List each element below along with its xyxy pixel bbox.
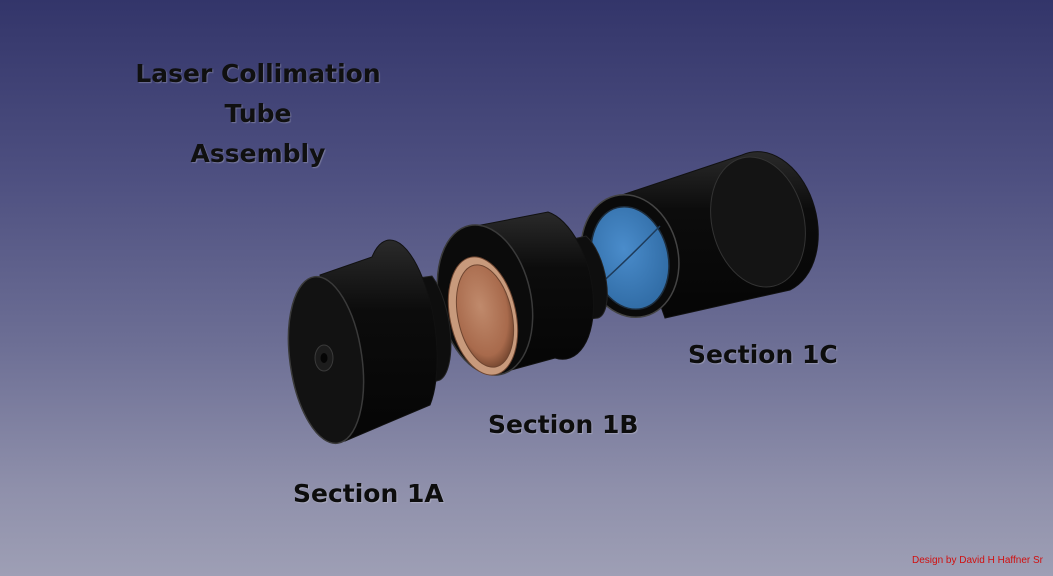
label-section-1b: Section 1B (488, 410, 639, 439)
section-1b-copper-lens (447, 256, 519, 376)
label-section-1c: Section 1C (688, 340, 838, 369)
section-1a-cap (287, 239, 452, 445)
section-1c-tube (580, 151, 819, 319)
diagram-title: Laser Collimation Tube Assembly (98, 54, 418, 174)
section-1c-blue-lens (590, 205, 670, 311)
section-1a-aperture-hole (320, 353, 328, 363)
title-line-2: Assembly (190, 139, 326, 168)
section-1b-tube (436, 211, 608, 376)
designer-credit: Design by David H Haffner Sr (912, 555, 1043, 566)
label-section-1a: Section 1A (293, 479, 444, 508)
title-line-1: Laser Collimation Tube (135, 59, 381, 128)
